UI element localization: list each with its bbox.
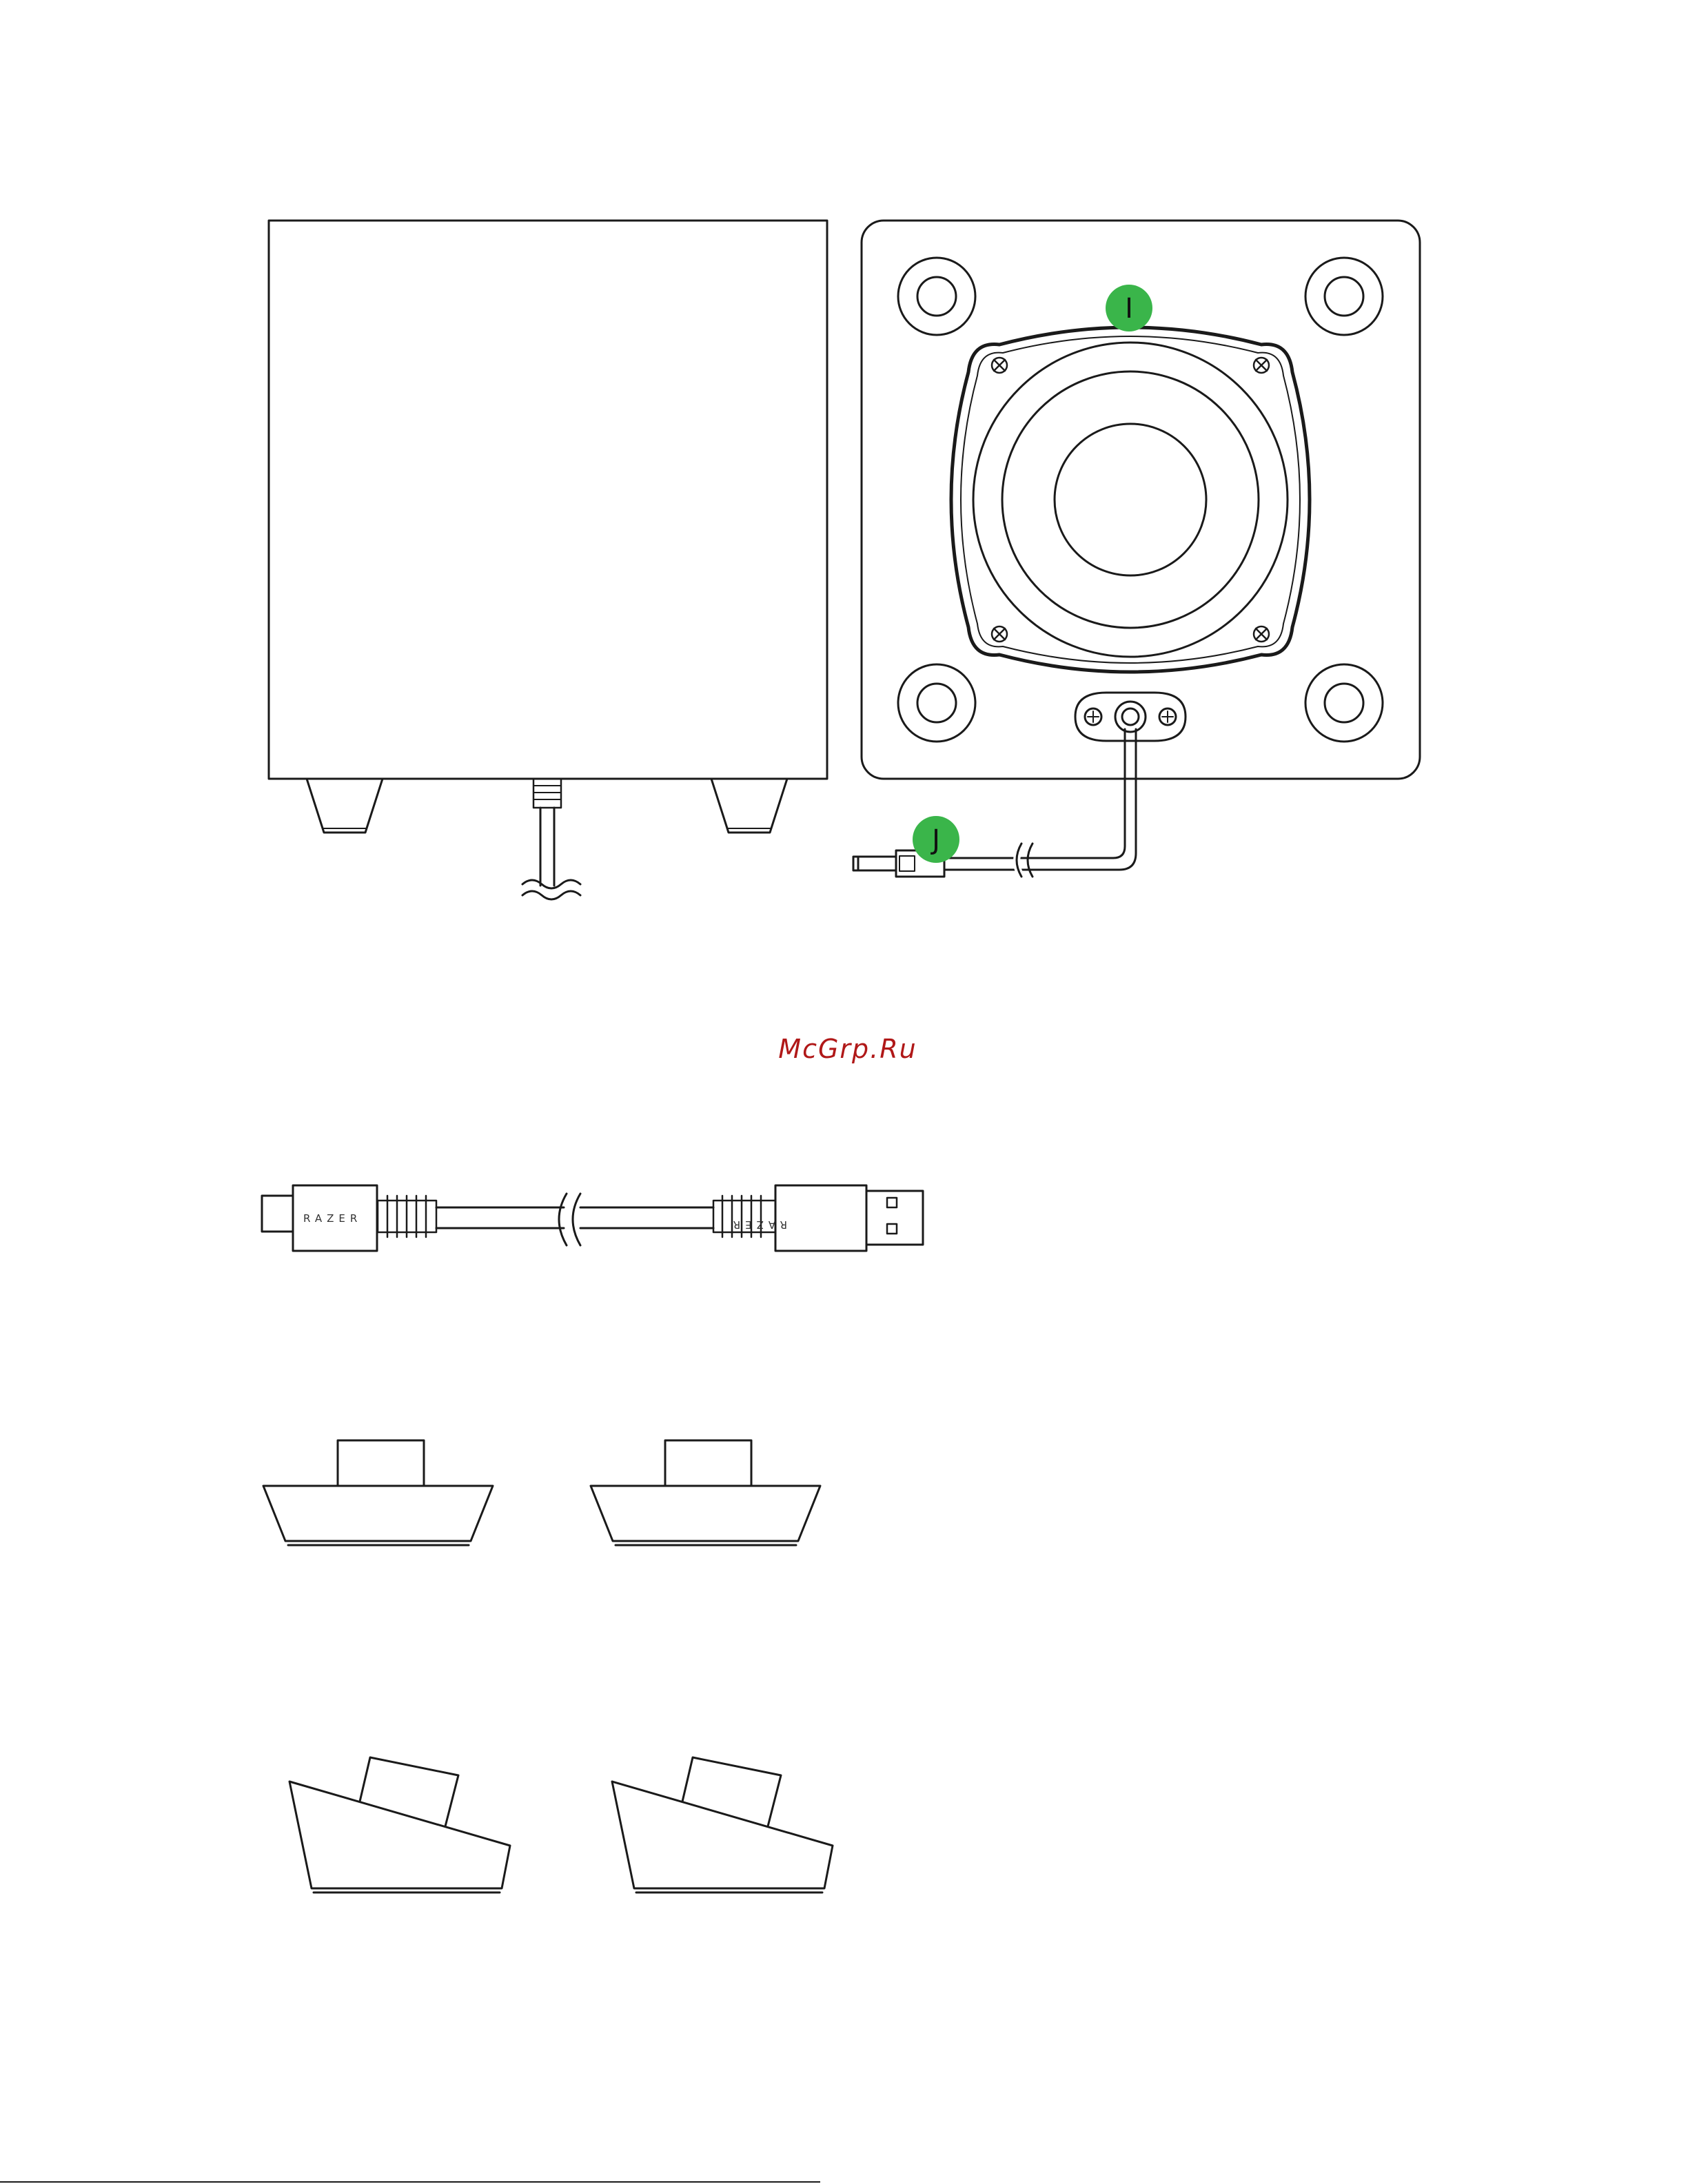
usb-a-plug <box>866 1191 923 1245</box>
riser-flat-left <box>263 1440 493 1545</box>
subwoofer-foot-right <box>711 779 787 833</box>
usb-c-plug <box>262 1196 293 1232</box>
watermark: McGrp.Ru <box>772 1034 924 1064</box>
mount-top-left <box>898 258 975 335</box>
subwoofer-cable <box>944 729 1136 877</box>
usb-c-logo: RAZER <box>303 1212 362 1225</box>
callout-connector-label: J <box>930 824 940 856</box>
usb-a-housing <box>775 1185 866 1251</box>
mount-top-right <box>1305 258 1383 335</box>
driver-cone <box>973 343 1288 657</box>
subwoofer-cable-strain-relief <box>522 779 580 899</box>
subwoofer-front-view <box>269 221 827 899</box>
mount-bottom-right <box>1305 664 1383 742</box>
subwoofer-foot-left <box>307 779 383 833</box>
riser-angled-right <box>612 1757 833 1892</box>
riser-angled-left <box>289 1757 510 1892</box>
callout-connector: J <box>913 816 959 863</box>
subwoofer-body <box>269 221 827 779</box>
cable-exit-plate <box>1075 693 1186 741</box>
usb-a-logo: RAZER <box>729 1218 787 1231</box>
driver-screws <box>992 358 1269 642</box>
callout-driver-label: I <box>1125 293 1133 325</box>
driver-frame <box>951 327 1310 672</box>
riser-flat-right <box>591 1440 820 1545</box>
callout-driver: I <box>1106 285 1152 331</box>
mount-bottom-left <box>898 664 975 742</box>
